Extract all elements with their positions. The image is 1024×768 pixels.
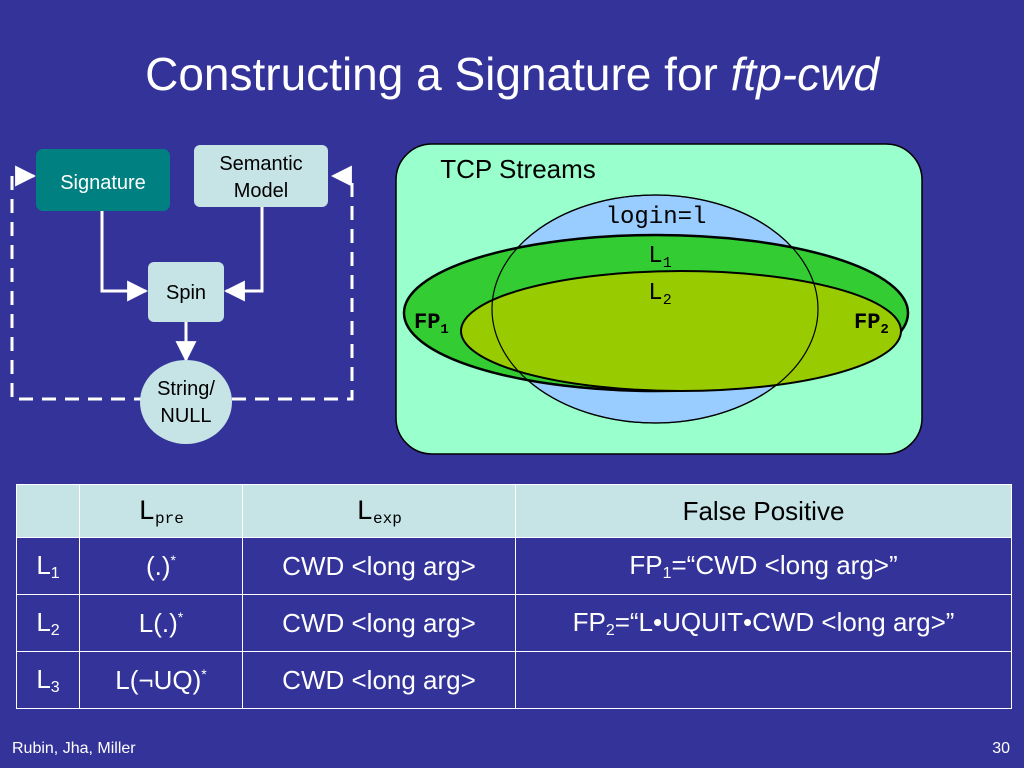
- login-label: login=l: [606, 204, 707, 231]
- output-circle: String/ NULL: [140, 360, 232, 444]
- title-main: Constructing a Signature for: [145, 48, 731, 100]
- header-lpre: Lpre: [79, 484, 243, 538]
- slide-title: Constructing a Signature for ftp-cwd: [0, 44, 1024, 104]
- header-lexp: Lexp: [242, 484, 516, 538]
- row-lexp: CWD <long arg>: [242, 537, 516, 595]
- semantic-label-line1: Semantic: [219, 153, 302, 175]
- table-header-row: Lpre Lexp False Positive: [16, 484, 1012, 538]
- signature-label: Signature: [60, 172, 146, 194]
- model-to-spin-arrow: [223, 207, 264, 302]
- signature-box: Signature: [36, 149, 170, 211]
- signature-table: Lpre Lexp False Positive L1 (.)* CWD <lo…: [16, 484, 1012, 709]
- row-lexp: CWD <long arg>: [242, 594, 516, 652]
- feedback-loop-dashed-left: [10, 165, 148, 401]
- login-ellipse-outline: [491, 194, 819, 424]
- output-label-line1: String/: [157, 378, 215, 400]
- row-lpre: L(.)*: [79, 594, 243, 652]
- fp1-label: FP1: [414, 310, 449, 338]
- row-false-positive: FP2=“L•UQUIT•CWD <long arg>”: [515, 594, 1012, 652]
- table-row: L1 (.)* CWD <long arg> FP1=“CWD <long ar…: [16, 537, 1012, 595]
- fp2-ellipse: [460, 270, 902, 392]
- row-false-positive: FP1=“CWD <long arg>”: [515, 537, 1012, 595]
- table-row: L3 L(¬UQ)* CWD <long arg>: [16, 651, 1012, 709]
- l2-label: L2: [648, 280, 671, 309]
- title-emphasis: ftp-cwd: [730, 48, 879, 100]
- l1-label: L1: [648, 243, 671, 272]
- header-corner: [16, 484, 80, 538]
- tcp-streams-title: TCP Streams: [440, 154, 596, 184]
- fp2-label: FP2: [854, 310, 889, 338]
- row-lpre: L(¬UQ)*: [79, 651, 243, 709]
- output-label-line2: NULL: [160, 405, 211, 427]
- spin-label: Spin: [166, 282, 206, 304]
- page-number: 30: [992, 740, 1010, 757]
- row-false-positive: [515, 651, 1012, 709]
- row-lpre: (.)*: [79, 537, 243, 595]
- table-row: L2 L(.)* CWD <long arg> FP2=“L•UQUIT•CWD…: [16, 594, 1012, 652]
- row-label: L1: [16, 537, 80, 595]
- signature-to-spin-arrow: [100, 210, 149, 302]
- row-label: L3: [16, 651, 80, 709]
- semantic-model-box: Semantic Model: [194, 145, 328, 207]
- row-lexp: CWD <long arg>: [242, 651, 516, 709]
- diagram-canvas: Signature Semantic Model Spin String/ NU…: [10, 143, 923, 455]
- footer-authors: Rubin, Jha, Miller: [12, 740, 136, 757]
- feedback-loop-dashed: [232, 165, 354, 401]
- row-label: L2: [16, 594, 80, 652]
- header-false-positive: False Positive: [515, 484, 1012, 538]
- spin-box: Spin: [148, 262, 224, 322]
- semantic-label-line2: Model: [234, 180, 288, 202]
